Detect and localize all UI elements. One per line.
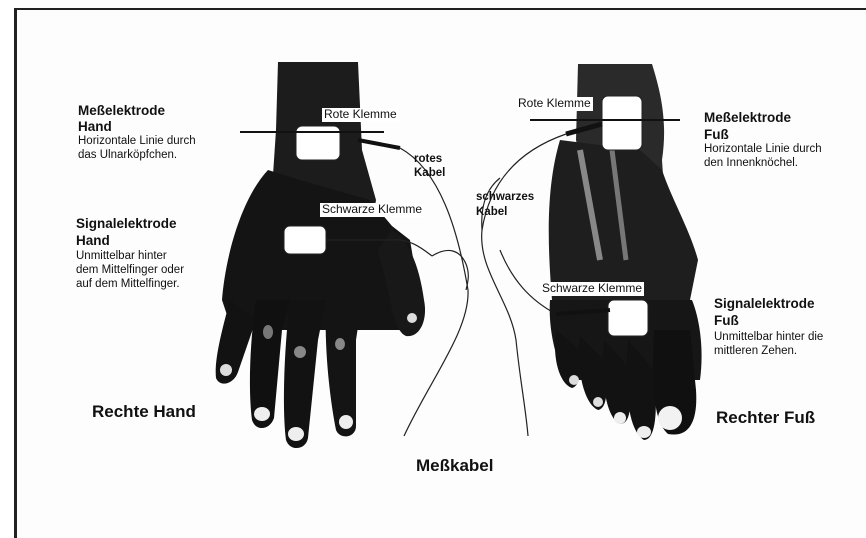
hand-signal-electrode-desc-line1: Unmittelbar hinter — [76, 250, 167, 263]
foot-black-clamp-label: Schwarze Klemme — [540, 282, 644, 296]
hand-measuring-electrode-title-line1: Meßelektrode — [78, 103, 165, 119]
black-cable-label-line2: Kabel — [476, 206, 507, 219]
foot-measuring-electrode-desc-line1: Horizontale Linie durch — [704, 143, 822, 156]
right-hand-caption: Rechte Hand — [92, 402, 196, 422]
hand-measuring-electrode-desc-line2: das Ulnarköpfchen. — [78, 149, 177, 162]
foot-measuring-electrode-title-line2: Fuß — [704, 127, 729, 143]
red-cable-label-line1: rotes — [414, 153, 442, 166]
hand-measuring-electrode-title-line2: Hand — [78, 119, 112, 135]
foot-signal-electrode-desc-line2: mittleren Zehen. — [714, 345, 797, 358]
right-foot-illustration — [530, 64, 702, 440]
black-cable-label-line1: schwarzes — [476, 191, 534, 204]
hand-signal-electrode-desc-line3: auf dem Mittelfinger. — [76, 278, 180, 291]
hand-measuring-electrode-desc-line1: Horizontale Linie durch — [78, 135, 196, 148]
foot-measuring-electrode-title-line1: Meßelektrode — [704, 110, 791, 126]
right-foot-caption: Rechter Fuß — [716, 408, 815, 428]
foot-measuring-electrode-desc-line2: den Innenknöchel. — [704, 157, 798, 170]
red-cable-label-line2: Kabel — [414, 167, 445, 180]
hand-red-clamp-label: Rote Klemme — [322, 108, 399, 122]
foot-signal-electrode-title-line2: Fuß — [714, 313, 739, 329]
hand-signal-electrode-title-line2: Hand — [76, 233, 110, 249]
hand-signal-electrode-title-line1: Signalelektrode — [76, 216, 177, 232]
hand-signal-electrode-desc-line2: dem Mittelfinger oder — [76, 264, 184, 277]
foot-red-clamp-label: Rote Klemme — [516, 97, 593, 111]
foot-signal-electrode-desc-line1: Unmittelbar hinter die — [714, 331, 823, 344]
hand-black-clamp-label: Schwarze Klemme — [320, 203, 424, 217]
measuring-cable-caption: Meßkabel — [416, 456, 493, 476]
foot-signal-electrode-title-line1: Signalelektrode — [714, 296, 815, 312]
